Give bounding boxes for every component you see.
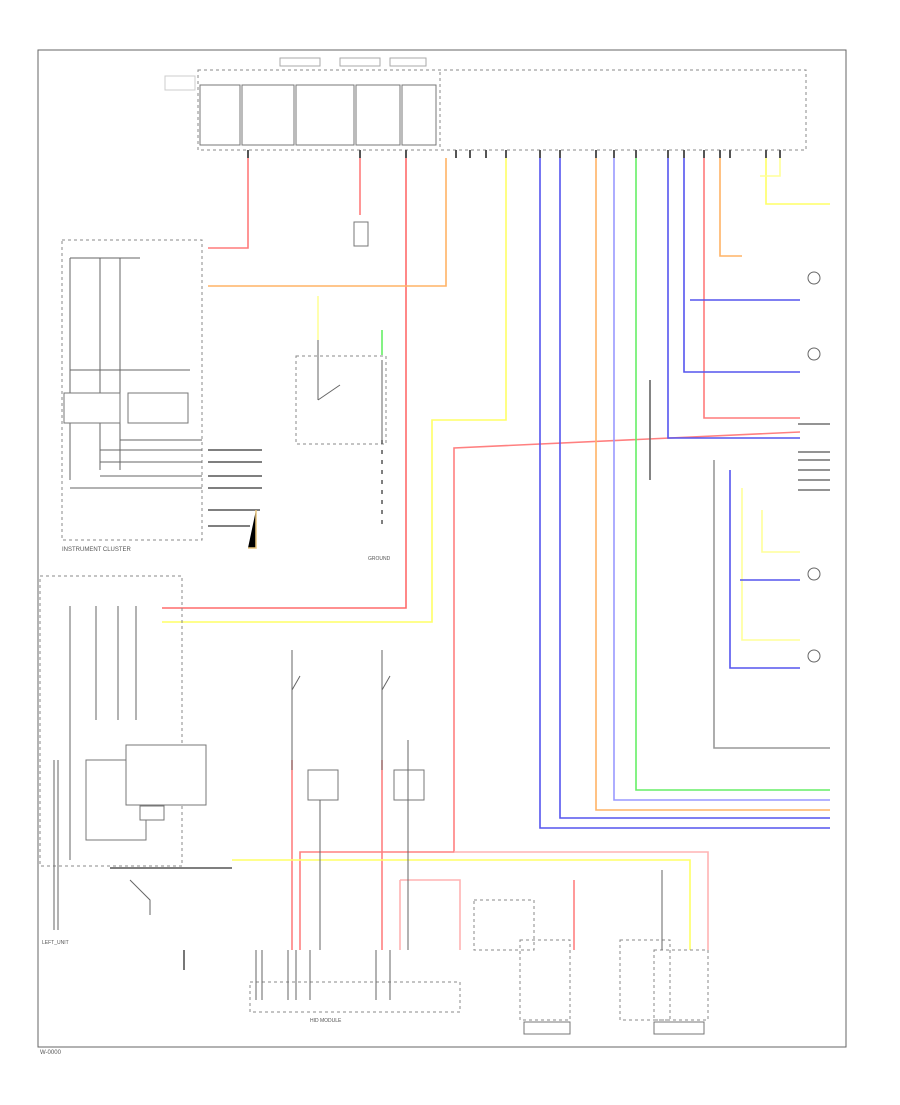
wire-gray-1: [713, 460, 830, 749]
lamp-symbols: [807, 271, 821, 663]
lower-switch-group: [291, 650, 425, 950]
wire-red-5: [703, 158, 800, 419]
cluster-connector: [208, 449, 262, 549]
right-connectors: [798, 423, 830, 491]
instrument-cluster-label: INSTRUMENT CLUSTER: [62, 547, 132, 553]
wire-yellow-1: [162, 158, 507, 623]
wire-pink-1: [454, 851, 709, 950]
center-ground: GROUND: [368, 440, 391, 562]
dimmer-switch: [295, 221, 387, 445]
wire-yellow-6: [741, 488, 800, 641]
wire-lightblue-1: [613, 158, 830, 801]
wire-blue-1: [539, 158, 830, 829]
left-unit-label: LEFT_UNIT: [42, 940, 69, 946]
wire-orange-3: [719, 158, 742, 257]
bottom-module-label: HID MODULE: [310, 1018, 342, 1024]
wire-blue-6: [729, 470, 800, 669]
wire-red-3: [162, 158, 407, 609]
diagram-frame: [37, 49, 847, 1048]
wire-yellow-5: [760, 158, 781, 177]
wire-red-4: [299, 431, 801, 950]
lower-left-block: LEFT_UNIT: [39, 575, 207, 946]
wire-blue-3: [667, 158, 800, 439]
wire-orange-1: [208, 158, 447, 287]
wire-blue-4: [683, 158, 800, 373]
instrument-cluster: INSTRUMENT CLUSTER: [61, 239, 203, 553]
wire-orange-2: [595, 158, 830, 811]
leveling-actuators: [473, 870, 709, 1035]
top-connector-pins: [247, 150, 781, 158]
wire-yellow-7: [761, 510, 800, 553]
wire-yellow-4: [765, 158, 830, 205]
footer-code: W-0000: [40, 1050, 62, 1056]
center-ground-label: GROUND: [368, 556, 391, 562]
wire-green-1: [635, 158, 830, 791]
wire-harness: [110, 158, 830, 970]
wire-red-1: [208, 158, 249, 249]
wire-blue-2: [559, 158, 830, 819]
bottom-module: HID MODULE: [249, 950, 461, 1024]
wire-yellow-3: [232, 859, 691, 950]
wire-pink-2: [400, 879, 461, 950]
top-control-module: [164, 57, 807, 151]
